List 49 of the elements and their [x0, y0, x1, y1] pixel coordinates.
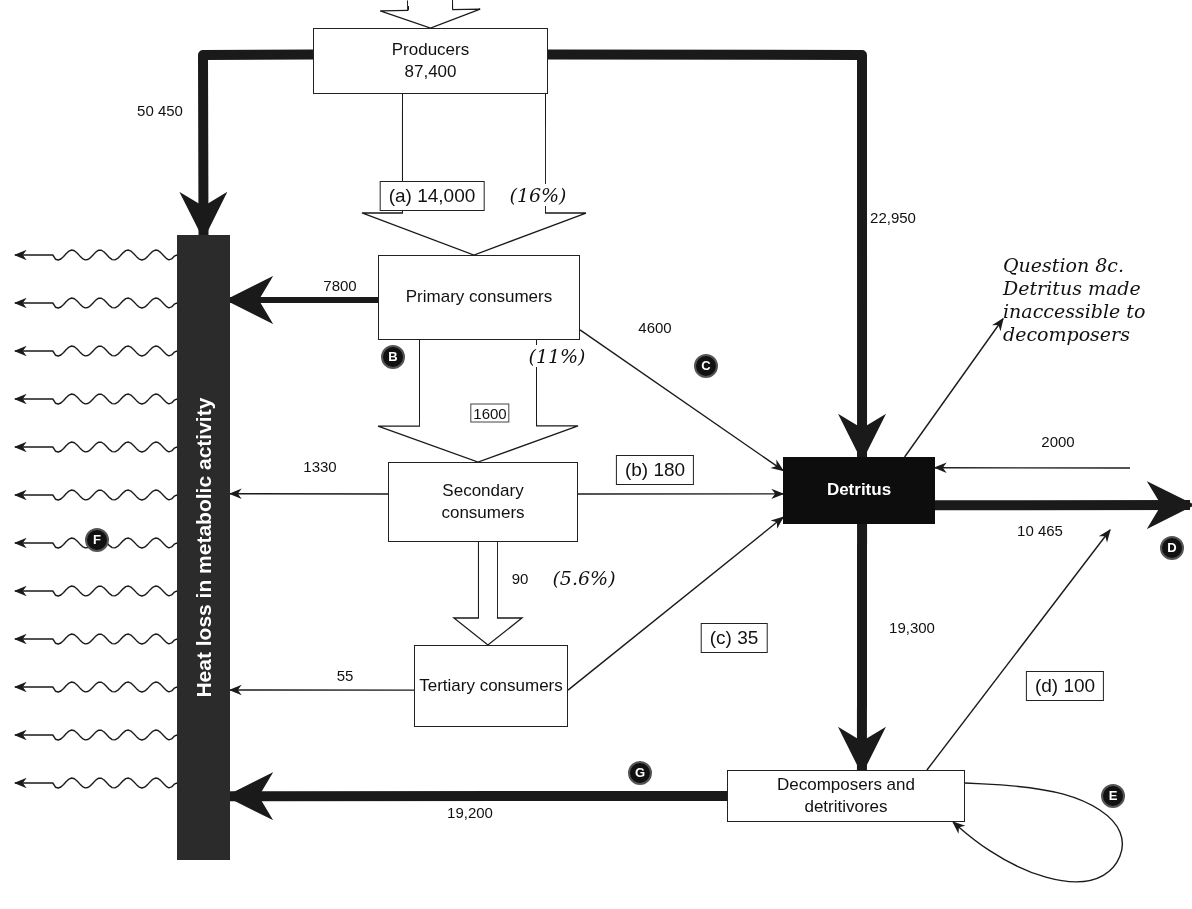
wavy-arrow — [13, 777, 178, 789]
node-label: Tertiary consumers — [419, 674, 563, 697]
arrow — [926, 528, 1111, 771]
arrow — [577, 488, 785, 500]
node-label: Primary consumers — [405, 286, 553, 309]
callout-letter: B — [381, 345, 405, 369]
node-label: Secondary consumers — [440, 479, 526, 524]
arrow — [935, 481, 1192, 530]
handwritten-percent: (16%) — [507, 184, 569, 206]
process-box — [414, 645, 568, 727]
handwritten-note: Question 8c. Detritus made inaccessible to decomposers — [1003, 254, 1147, 346]
handwritten-percent: (11%) — [526, 345, 588, 367]
node-label: Decomposers and detritivores — [776, 773, 916, 818]
callout-letter: D — [1160, 536, 1184, 560]
process-box — [388, 462, 578, 542]
answer-box: (a) 14,000 — [379, 181, 485, 211]
bar-label: Heat loss in metabolic activity — [190, 397, 216, 698]
wavy-arrow — [13, 249, 178, 261]
callout-letter: E — [1101, 784, 1125, 808]
node-label: Producers — [391, 38, 470, 61]
wavy-arrow — [13, 441, 178, 453]
arrow — [579, 329, 785, 472]
detritus-box — [783, 457, 935, 524]
arrow — [903, 317, 1004, 458]
answer-box: 1600 — [470, 403, 510, 423]
answer-box: (d) 100 — [1025, 671, 1105, 701]
arrow — [567, 516, 784, 691]
node-label: Detritus — [826, 479, 892, 502]
process-box — [378, 255, 580, 340]
heat-loss-bar — [177, 235, 230, 860]
wavy-arrow — [13, 585, 178, 597]
wavy-arrow — [13, 537, 178, 549]
callout-letter: C — [694, 354, 718, 378]
wavy-arrow — [13, 345, 178, 357]
wavy-arrow — [13, 393, 178, 405]
answer-box: (c) 35 — [700, 623, 768, 653]
handwritten-percent: (5.6%) — [550, 567, 618, 589]
process-box — [727, 770, 965, 822]
wavy-arrow — [13, 489, 178, 501]
node-value: 87,400 — [404, 61, 457, 83]
wavy-arrow — [13, 729, 178, 741]
loop-arrow — [952, 782, 1123, 883]
wavy-arrow — [13, 297, 178, 309]
callout-letter: F — [85, 528, 109, 552]
wavy-arrow — [13, 681, 178, 693]
process-box — [313, 28, 548, 94]
callout-letter: G — [628, 761, 652, 785]
answer-box: (b) 180 — [615, 455, 695, 485]
wavy-arrow — [13, 633, 178, 645]
